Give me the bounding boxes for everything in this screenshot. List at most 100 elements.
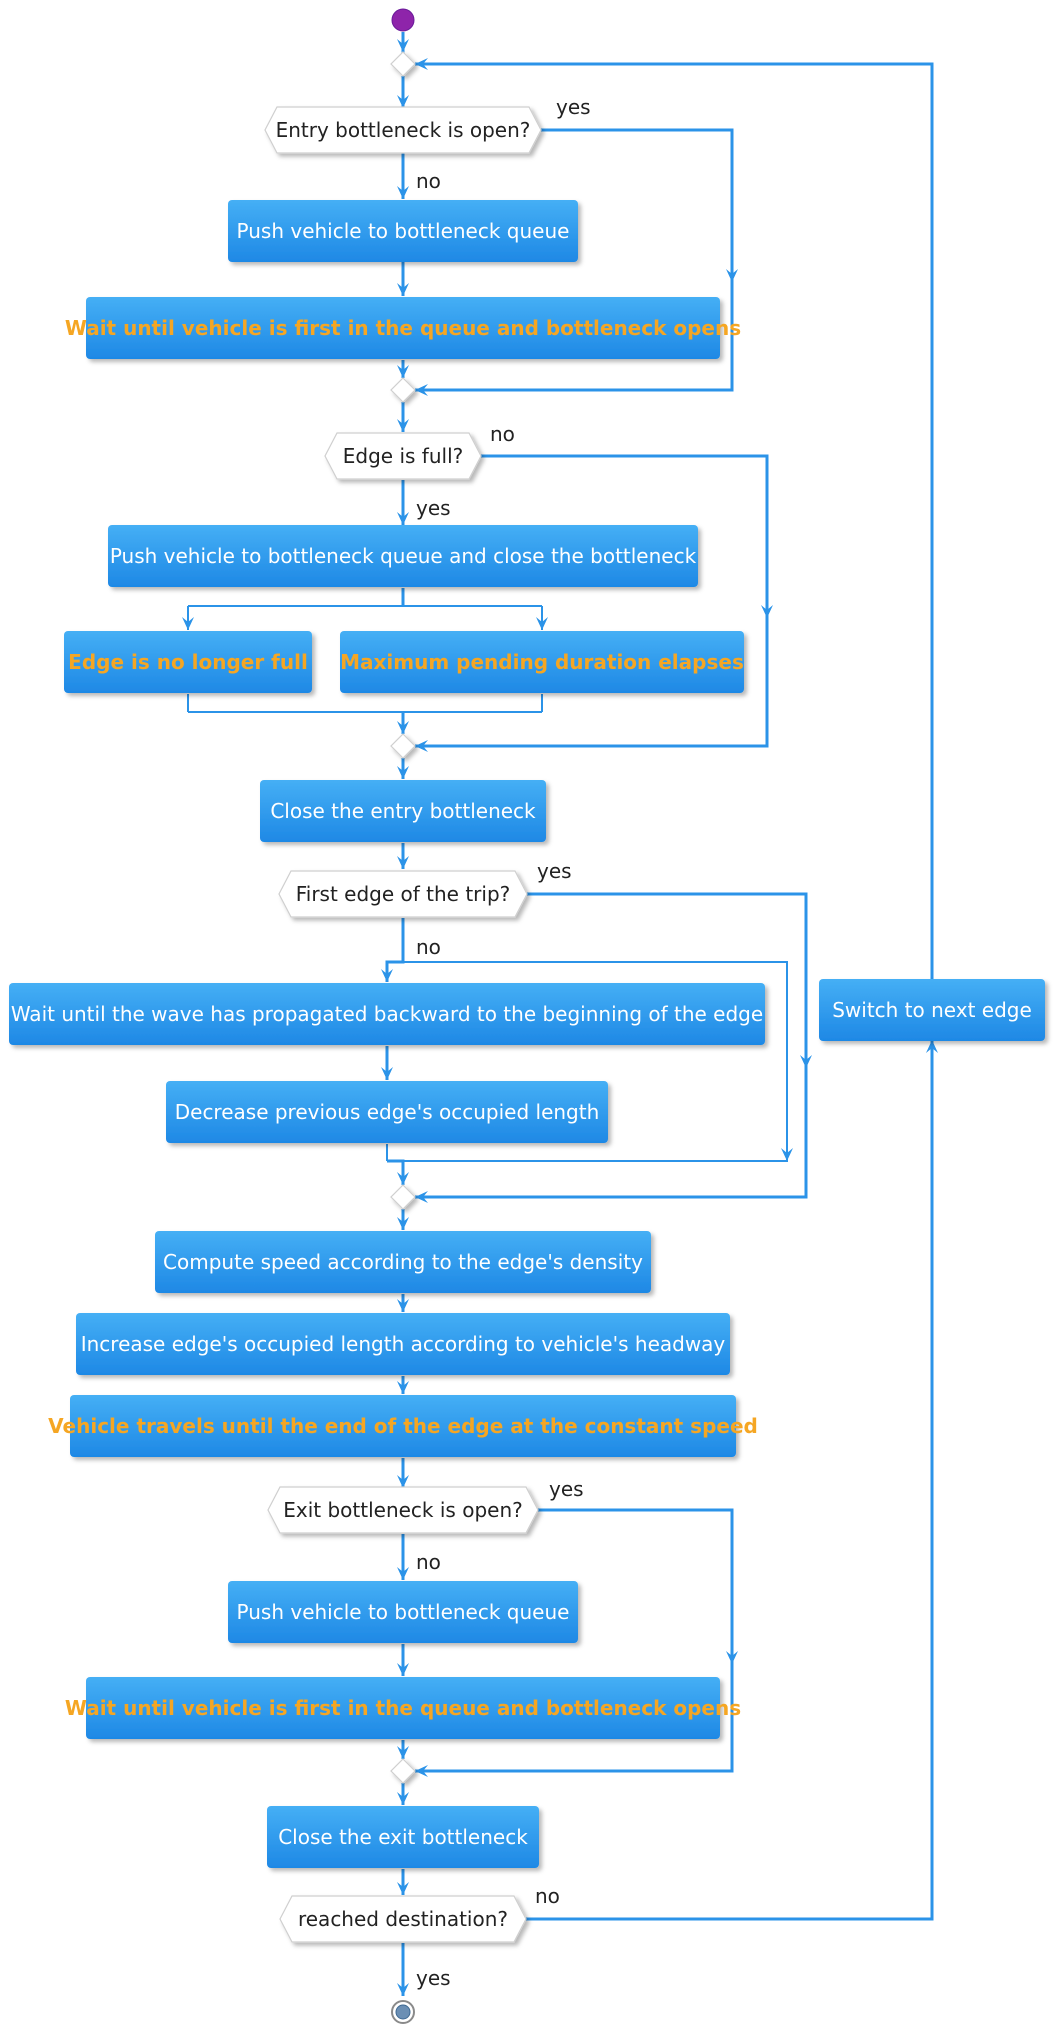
action-w-wait1: Wait until vehicle is first in the queue… bbox=[65, 297, 741, 359]
arrow-head bbox=[415, 1765, 428, 1777]
decision-d-entry: Entry bottleneck is open? bbox=[264, 106, 542, 154]
edge-label-first-no: no bbox=[416, 935, 441, 959]
connector-dest-no bbox=[526, 1040, 934, 1921]
decision-hexagon bbox=[267, 1486, 539, 1534]
action-a-speed: Compute speed according to the edge's de… bbox=[155, 1231, 651, 1293]
arrow-head bbox=[397, 1983, 409, 1996]
action-label: Decrease previous edge's occupied length bbox=[175, 1100, 600, 1124]
edge-label-first-yes: yes bbox=[537, 859, 572, 883]
action-w-wait2: Wait until vehicle is first in the queue… bbox=[65, 1677, 741, 1739]
decision-d-full: Edge is full? bbox=[324, 432, 482, 480]
edge-label-exit-no: no bbox=[416, 1550, 441, 1574]
arrow-head bbox=[415, 58, 428, 70]
connector-entry-yes bbox=[541, 128, 734, 282]
edge-label-entry-no: no bbox=[416, 169, 441, 193]
arrow-head bbox=[397, 721, 409, 734]
action-a-switch: Switch to next edge bbox=[819, 979, 1045, 1041]
arrow-head bbox=[397, 283, 409, 296]
connector-first-yes bbox=[527, 892, 808, 1068]
action-label: Increase edge's occupied length accordin… bbox=[81, 1332, 726, 1356]
arrow-head bbox=[926, 1040, 938, 1053]
end-node bbox=[391, 2000, 415, 2024]
action-w-maxpend: Maximum pending duration elapses bbox=[340, 631, 744, 693]
action-box bbox=[228, 1581, 578, 1643]
arrow-head bbox=[415, 1191, 428, 1203]
action-box bbox=[260, 780, 546, 842]
action-label: Maximum pending duration elapses bbox=[340, 650, 744, 674]
action-a-close-entry: Close the entry bottleneck bbox=[260, 780, 546, 842]
connector-entry-yes-merge bbox=[415, 282, 734, 392]
decision-d-first: First edge of the trip? bbox=[278, 870, 528, 918]
action-box bbox=[267, 1806, 539, 1868]
arrow-head bbox=[415, 384, 428, 396]
action-label: Close the exit bottleneck bbox=[278, 1825, 528, 1849]
action-label: Push vehicle to bottleneck queue bbox=[237, 1600, 570, 1624]
connector-first-yes-merge bbox=[415, 1068, 808, 1199]
edge-label-entry-yes: yes bbox=[556, 95, 591, 119]
arrow-head bbox=[397, 1475, 409, 1488]
connector-exit-yes bbox=[534, 1508, 734, 1664]
action-box bbox=[166, 1081, 608, 1143]
action-label: Close the entry bottleneck bbox=[270, 799, 536, 823]
arrow-head bbox=[761, 605, 773, 618]
arrow-head bbox=[397, 1217, 409, 1230]
connector-full-no-merge bbox=[415, 618, 769, 748]
start-node bbox=[391, 8, 415, 32]
action-box bbox=[64, 631, 312, 693]
merge-diamond-exit bbox=[390, 1758, 416, 1784]
arrow-head bbox=[800, 1055, 812, 1068]
arrow-head bbox=[397, 365, 409, 378]
decision-hexagon bbox=[264, 106, 542, 154]
edge-label-dest-no: no bbox=[535, 1884, 560, 1908]
decision-d-exit: Exit bottleneck is open? bbox=[267, 1486, 539, 1534]
decision-hexagon bbox=[279, 1895, 527, 1943]
action-label: Wait until vehicle is first in the queue… bbox=[65, 316, 741, 340]
connector-full-no bbox=[481, 454, 769, 618]
decision-label: Edge is full? bbox=[343, 444, 463, 468]
action-box bbox=[76, 1313, 730, 1375]
arrow-head bbox=[397, 1299, 409, 1312]
action-label: Vehicle travels until the end of the edg… bbox=[48, 1414, 758, 1438]
action-box bbox=[86, 297, 720, 359]
action-box bbox=[228, 200, 578, 262]
arrow-head bbox=[381, 969, 393, 982]
decision-label: Entry bottleneck is open? bbox=[276, 118, 531, 142]
arrow-head bbox=[536, 617, 548, 630]
arrow-head bbox=[781, 1148, 793, 1161]
arrow-head bbox=[397, 512, 409, 525]
action-box bbox=[86, 1677, 720, 1739]
action-box bbox=[108, 525, 698, 587]
decision-label: First edge of the trip? bbox=[296, 882, 511, 906]
arrow-head bbox=[726, 269, 738, 282]
arrow-head bbox=[397, 95, 409, 108]
connector-first-no bbox=[385, 918, 405, 982]
merge-diamond-full bbox=[390, 733, 416, 759]
action-box bbox=[9, 983, 765, 1045]
arrow-head bbox=[397, 39, 409, 52]
merge-diamond-first bbox=[390, 1184, 416, 1210]
action-a-increase: Increase edge's occupied length accordin… bbox=[76, 1313, 730, 1375]
node-layer: Entry bottleneck is open? Push vehicle to… bbox=[9, 8, 1045, 2024]
edge-label-dest-yes: yes bbox=[416, 1966, 451, 1990]
arrow-head bbox=[397, 856, 409, 869]
edge-label-full-yes: yes bbox=[416, 496, 451, 520]
decision-hexagon bbox=[324, 432, 482, 480]
action-label: Edge is no longer full bbox=[68, 650, 308, 674]
action-a-push2: Push vehicle to bottleneck queue bbox=[228, 1581, 578, 1643]
connector-first-no-bypass bbox=[392, 961, 788, 1162]
merge-diamond-loop bbox=[390, 51, 416, 77]
arrow-head bbox=[381, 1067, 393, 1080]
decision-label: reached destination? bbox=[298, 1907, 508, 1931]
action-w-notfull: Edge is no longer full bbox=[64, 631, 312, 693]
arrow-head bbox=[397, 419, 409, 432]
edge-label-exit-yes: yes bbox=[549, 1477, 584, 1501]
arrow-head bbox=[397, 1882, 409, 1895]
action-box bbox=[70, 1395, 736, 1457]
arrow-head bbox=[397, 1172, 409, 1185]
action-box bbox=[155, 1231, 651, 1293]
action-label: Wait until the wave has propagated backw… bbox=[11, 1002, 763, 1026]
merge-diamond-entry bbox=[390, 377, 416, 403]
decision-hexagon bbox=[278, 870, 528, 918]
